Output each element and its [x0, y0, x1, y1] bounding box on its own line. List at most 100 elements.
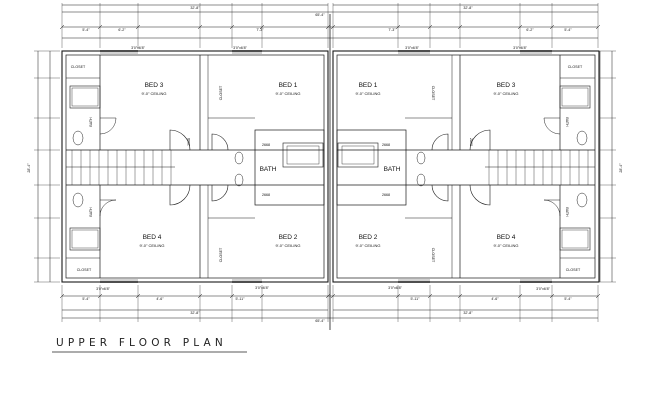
dim-tick-top-8	[395, 24, 401, 30]
closet-label-2: CLOSET	[77, 268, 92, 272]
door-tag-9: 3'0"x6'8"	[388, 286, 402, 290]
dim-partial-top-c: 7'-3"	[256, 28, 264, 32]
dim-tick-bottom-7	[330, 293, 336, 299]
ceiling-note-bed1-right: 9'-0" CEILING	[355, 91, 380, 96]
dim-tick-top-0	[59, 24, 65, 30]
tub-bed3-inner-right	[561, 87, 589, 107]
ceiling-note-bed2-left: 9'-0" CEILING	[275, 243, 300, 248]
tub-bed4-inner-right	[561, 229, 589, 249]
ceiling-note-bed4-left: 9'-0" CEILING	[139, 243, 164, 248]
tub-bed3-inner-left	[71, 87, 99, 107]
dim-partial-top-f: 5'-4"	[564, 28, 572, 32]
toilet-bed3-left	[72, 130, 84, 146]
door-swing-bed4-left	[169, 184, 191, 206]
room-label-bed3-left: BED 3	[145, 82, 164, 89]
door-swing-bath4-left	[99, 199, 117, 217]
dim-partial-top-e: 6'-2"	[526, 28, 534, 32]
bathtub-inner-right	[341, 145, 375, 165]
door-tag-6: 2868	[469, 138, 473, 146]
central-bath-right	[336, 129, 407, 206]
dim-bottom-partial-a: 5'-4"	[82, 297, 90, 301]
bathtub-right	[337, 142, 379, 168]
sink-center-top-left	[234, 151, 244, 165]
dim-tick-bottom-2	[135, 293, 141, 299]
tub-bed4-right	[559, 227, 591, 251]
dim-bottom-partial-d: 5'-11"	[411, 297, 421, 301]
dim-tick-top-3	[197, 24, 203, 30]
dim-unit-right-width: 32'-8"	[463, 6, 473, 10]
door-tag-13: 3'0"x6'8"	[131, 46, 145, 50]
dim-tick-bottom-8	[395, 293, 401, 299]
dim-tick-top-9	[427, 24, 433, 30]
ceiling-note-bed3-right: 9'-0" CEILING	[493, 91, 518, 96]
toilet-bed3-right	[576, 130, 588, 146]
door-tag-8: 3'0"x6'8"	[255, 286, 269, 290]
door-tag-2: 2668	[382, 143, 390, 147]
dim-tick-top-12	[549, 24, 555, 30]
door-swing-bed2-left	[211, 184, 229, 202]
dim-tick-bottom-4	[229, 293, 235, 299]
door-swing-bath4-right	[543, 199, 561, 217]
dim-depth-left: 28'-4"	[27, 163, 31, 173]
door-swing-bath3-right	[543, 117, 561, 135]
room-label-bath-bed3-right: BATH	[565, 117, 569, 127]
dim-unit-left-width: 32'-8"	[190, 6, 200, 10]
dim-tick-bottom-12	[549, 293, 555, 299]
dim-bottom-partial-b: 4'-6"	[156, 297, 164, 301]
sink-center-bottom-left	[234, 173, 244, 187]
dim-tick-top-4	[229, 24, 235, 30]
dim-bottom-partial-e: 4'-6"	[491, 297, 499, 301]
door-tag-11: 3'0"x6'8"	[233, 46, 247, 50]
closet-label-8: CLOSET	[431, 248, 435, 263]
tub-bed4-left	[69, 227, 101, 251]
tub-bed3-left	[69, 85, 101, 109]
door-swing-bed3-left	[169, 129, 191, 151]
door-tag-5: 2868	[187, 138, 191, 146]
dim-tick-bottom-13	[595, 293, 601, 299]
dim-tick-bottom-11	[517, 293, 523, 299]
door-tag-7: 3'0"x6'8"	[96, 287, 110, 291]
ceiling-note-bed3-left: 9'-0" CEILING	[141, 91, 166, 96]
door-swing-bath3-left	[99, 117, 117, 135]
room-label-bath-bed3-left: BATH	[89, 117, 93, 127]
closet-label-6: CLOSET	[566, 268, 581, 272]
dim-depth-right: 28'-4"	[619, 163, 623, 173]
toilet-bed4-left	[72, 192, 84, 208]
closet-label-4: CLOSET	[219, 247, 223, 262]
sink-center-top-right	[416, 151, 426, 165]
closet-label-7: CLOSET	[431, 86, 435, 101]
room-label-bath-center-left: BATH	[260, 166, 277, 173]
dim-tick-bottom-9	[427, 293, 433, 299]
dim-bottom-overall: 65'-4"	[315, 319, 325, 323]
dim-bottom-unit-left: 32'-8"	[190, 311, 200, 315]
dim-tick-top-7	[330, 24, 336, 30]
door-tag-1: 2668	[262, 143, 270, 147]
room-label-bath-bed4-left: BATH	[89, 207, 93, 217]
bathtub-inner-left	[286, 145, 320, 165]
dim-tick-bottom-3	[197, 293, 203, 299]
room-label-bath-center-right: BATH	[384, 166, 401, 173]
dim-tick-top-5	[259, 24, 265, 30]
dim-bottom-partial-f: 5'-4"	[564, 297, 572, 301]
dim-partial-top-d: 7'-3"	[388, 28, 396, 32]
door-swing-bed1-left	[211, 133, 229, 151]
dim-tick-bottom-0	[59, 293, 65, 299]
tub-bed3-right	[559, 85, 591, 109]
bathtub-left	[282, 142, 324, 168]
dim-tick-bottom-5	[259, 293, 265, 299]
door-tag-14: 3'0"x6'8"	[513, 46, 527, 50]
room-label-bed2-left: BED 2	[279, 234, 298, 241]
dim-tick-top-10	[457, 24, 463, 30]
dim-tick-top-13	[595, 24, 601, 30]
closet-label-5: CLOSET	[568, 65, 583, 69]
closet-label-3: CLOSET	[219, 85, 223, 100]
dim-partial-top-b: 6'-2"	[118, 28, 126, 32]
dim-bottom-unit-right: 32'-8"	[463, 311, 473, 315]
ceiling-note-bed4-right: 9'-0" CEILING	[493, 243, 518, 248]
room-label-bed2-right: BED 2	[359, 234, 378, 241]
tub-bed4-inner-left	[71, 229, 99, 249]
room-label-bed4-left: BED 4	[143, 234, 162, 241]
ceiling-note-bed2-right: 9'-0" CEILING	[355, 243, 380, 248]
dim-tick-top-11	[517, 24, 523, 30]
